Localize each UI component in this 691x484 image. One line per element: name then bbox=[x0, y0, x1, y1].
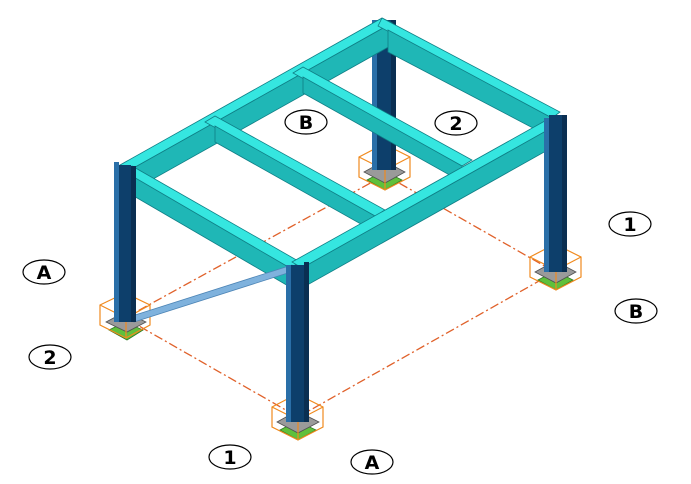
grid-line bbox=[384, 174, 556, 273]
column-web bbox=[291, 265, 304, 422]
grid-line bbox=[124, 317, 299, 418]
grid-line bbox=[297, 271, 556, 418]
grid-bubble: B bbox=[284, 109, 328, 135]
grid-bubble: 2 bbox=[28, 344, 72, 370]
beam bbox=[121, 165, 301, 269]
roof-beams bbox=[119, 17, 563, 289]
column-left bbox=[114, 162, 136, 322]
bracing-member bbox=[131, 264, 295, 323]
grid-bubble-label: 1 bbox=[223, 447, 236, 469]
column-flange bbox=[114, 162, 119, 322]
anchor-boxes bbox=[99, 143, 582, 441]
grid-bubble-label: B bbox=[629, 301, 643, 323]
column-front bbox=[286, 262, 309, 422]
grid-bubble-label: B bbox=[299, 112, 313, 134]
grid-labels: A 2 1 A B 2 1 B bbox=[22, 109, 658, 475]
grid-bubble: 2 bbox=[434, 110, 478, 136]
column-flange bbox=[304, 262, 309, 422]
grid-bubble-label: 1 bbox=[623, 214, 636, 236]
column-flange bbox=[391, 20, 396, 170]
grid-bubble-label: A bbox=[365, 452, 380, 474]
beam bbox=[377, 17, 561, 119]
grid-bubble: B bbox=[614, 298, 658, 324]
beam bbox=[131, 175, 291, 288]
grid-bubble-label: A bbox=[37, 262, 52, 284]
grid-bubble: 1 bbox=[208, 444, 252, 470]
column-web bbox=[119, 165, 131, 322]
grid-bubble: A bbox=[350, 449, 394, 475]
column-flange bbox=[131, 166, 136, 322]
brace bbox=[131, 264, 295, 323]
grid-bubble-label: 2 bbox=[43, 347, 56, 369]
grid-bubble: 1 bbox=[608, 211, 652, 237]
column-flange bbox=[562, 115, 567, 272]
column-web bbox=[549, 115, 562, 272]
grid-bubble: A bbox=[22, 259, 66, 285]
column-flange bbox=[544, 118, 549, 272]
column-flange bbox=[286, 265, 291, 422]
beam bbox=[214, 125, 376, 233]
grid-bubble-label: 2 bbox=[449, 113, 462, 135]
column-right bbox=[544, 115, 567, 272]
column-flange bbox=[372, 20, 377, 170]
